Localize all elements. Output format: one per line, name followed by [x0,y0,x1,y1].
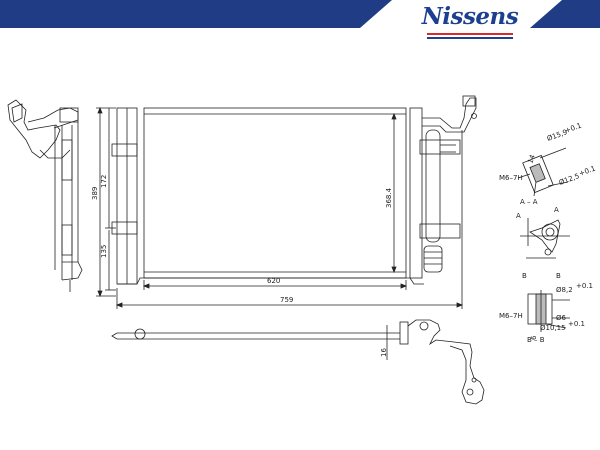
view-marker-a-1: A [516,212,521,220]
dim-lower-height: 135 [100,245,108,258]
left-side-view [7,99,83,292]
logo-stripe-red [427,33,513,35]
diameter-label-2-tol: +0.1 [578,165,597,178]
logo-stripe-blue [427,37,513,39]
front-view: 389 172 135 368.4 620 759 [91,95,477,309]
view-marker-b-2: B [556,272,561,280]
section-label-bb: B – B [527,336,545,344]
diameter-label-1-tol: +0.1 [564,122,583,135]
diameter-label-5: Ø10,15 [540,324,566,332]
diameter-label-3-tol: +0.1 [576,282,593,290]
dim-core-height: 368.4 [385,187,393,208]
view-marker-a-2: A [554,206,559,214]
bottom-view: 16 [111,319,485,405]
dim-label-14: 14 [526,153,537,165]
dim-core-width: 620 [267,277,280,285]
nissens-logo: Nissens [420,0,520,48]
logo-wordmark: Nissens [421,3,519,30]
detail-section-aa: M6–7H Ø15,9 +0.1 Ø12,5 +0.1 14 A – A [499,122,597,206]
detail-fitting-view: A A B B [516,206,570,280]
section-label-aa: A – A [520,198,538,206]
thread-label-2: M6–7H [499,312,523,320]
diameter-label-2: Ø12,5 [558,172,581,187]
dim-overall-width: 759 [280,296,293,304]
diameter-label-3: Ø8,2 [556,286,573,294]
dim-overall-height: 389 [91,187,99,200]
detail-section-bb: Ø8,2 +0.1 M6–7H Ø6 Ø10,15 +0.1 6 B – B [499,282,593,344]
dim-side-thickness: 16 [380,348,388,357]
header-banner-right [530,0,600,28]
diameter-label-4: Ø6 [556,314,567,322]
dim-label-6: 6 [530,335,538,340]
thread-label-1: M6–7H [499,174,523,182]
header-banner-left [0,0,392,28]
diameter-label-5-tol: +0.1 [568,320,585,328]
view-marker-b-1: B [522,272,527,280]
dim-upper-height: 172 [100,175,108,188]
